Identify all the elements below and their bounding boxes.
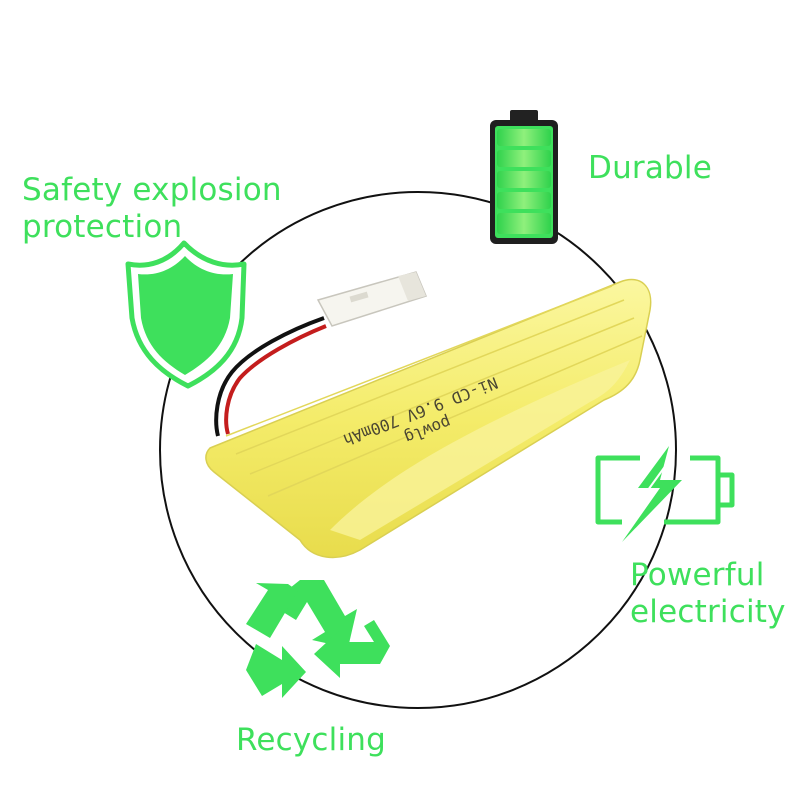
shield-icon — [125, 240, 247, 389]
recycle-icon — [246, 580, 390, 698]
power-label-line2: electricity — [630, 594, 786, 630]
safety-feature-label: Safety explosion protection — [22, 172, 282, 246]
durable-label: Durable — [588, 150, 713, 186]
power-label-line1: Powerful — [630, 557, 765, 593]
connector-plug — [316, 271, 428, 327]
durable-feature-label: Durable — [588, 150, 712, 187]
safety-label-line2: protection — [22, 209, 183, 245]
recycle-label: Recycling — [236, 722, 387, 758]
safety-label-line1: Safety explosion — [22, 172, 282, 208]
decorative-circle — [159, 191, 677, 709]
battery-pack-image: Ni-CD 9.6V 700mAh powlg — [205, 271, 652, 559]
full-battery-icon — [490, 110, 558, 244]
charging-battery-icon — [595, 446, 735, 542]
recycle-feature-label: Recycling — [236, 722, 386, 759]
power-feature-label: Powerful electricity — [630, 557, 786, 631]
